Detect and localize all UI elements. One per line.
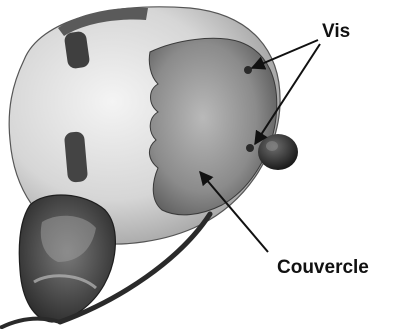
screw-upper [244, 66, 252, 74]
callout-label-screws: Vis [322, 22, 350, 41]
callout-label-cover: Couvercle [277, 258, 369, 277]
screw-lower [246, 144, 254, 152]
side-knob [258, 134, 298, 170]
